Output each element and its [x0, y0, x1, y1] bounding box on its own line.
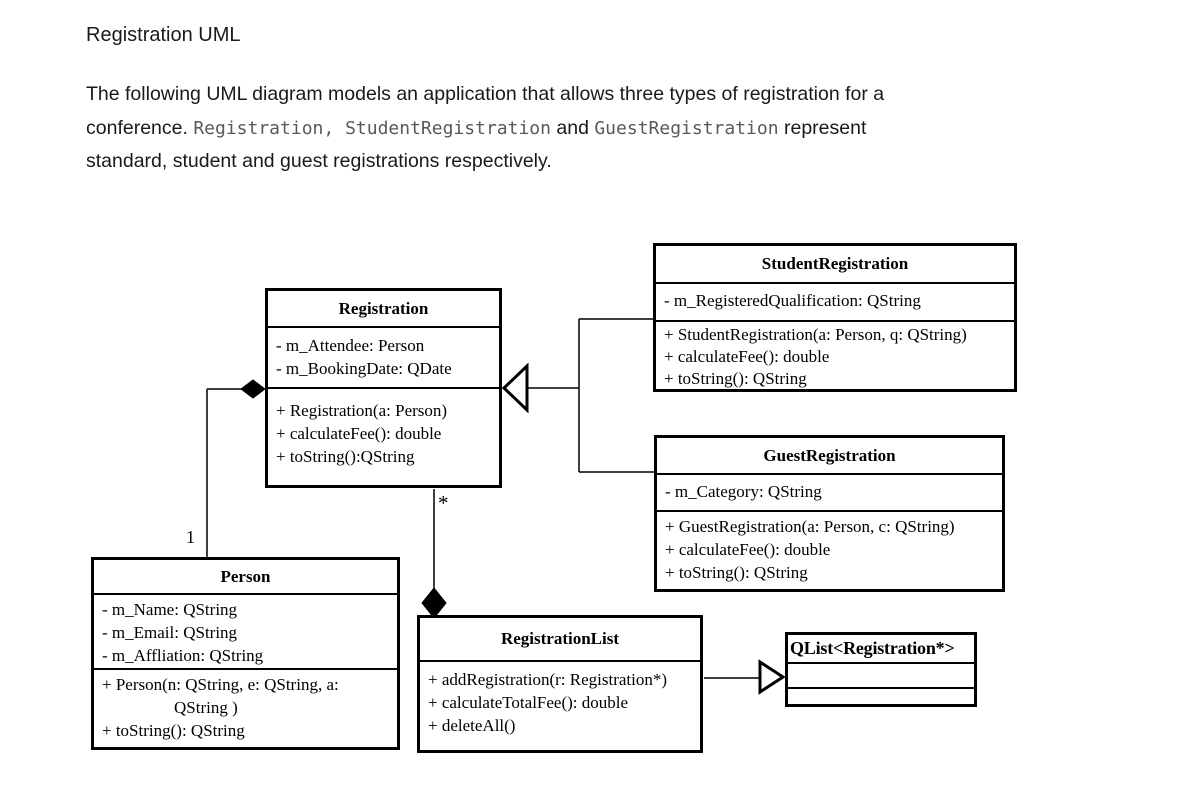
- generalization-triangle-icon: [758, 659, 786, 695]
- class-title: Person: [220, 566, 271, 586]
- code-guest-registration: GuestRegistration: [594, 117, 779, 139]
- method-line: + calculateFee(): double: [664, 347, 830, 366]
- multiplicity-label-one: 1: [186, 527, 195, 547]
- class-box-person: Person - m_Name: QString - m_Email: QStr…: [91, 557, 400, 750]
- attribute-line: - m_Email: QString: [102, 623, 238, 642]
- composition-diamond-icon: [240, 379, 266, 399]
- attribute-line: - m_RegisteredQualification: QString: [664, 291, 921, 310]
- attributes-compartment: - m_Category: QString: [657, 473, 1002, 510]
- class-box-student-registration: StudentRegistration - m_RegisteredQualif…: [653, 243, 1017, 392]
- paragraph-line-3: standard, student and guest registration…: [86, 150, 552, 172]
- attributes-compartment: - m_Name: QString - m_Email: QString - m…: [94, 593, 397, 668]
- method-line: + calculateFee(): double: [665, 540, 831, 559]
- method-line: + calculateTotalFee(): double: [428, 693, 629, 712]
- methods-compartment: + StudentRegistration(a: Person, q: QStr…: [656, 320, 1014, 390]
- method-line: + Registration(a: Person): [276, 401, 448, 420]
- intro-paragraph: The following UML diagram models an appl…: [86, 78, 1116, 179]
- methods-compartment: + Registration(a: Person) + calculateFee…: [268, 387, 499, 468]
- attributes-compartment: - m_Attendee: Person - m_BookingDate: QD…: [268, 326, 499, 387]
- composition-registration-person: [206, 379, 266, 557]
- method-line: + Person(n: QString, e: QString, a:: [102, 675, 339, 694]
- methods-compartment: + GuestRegistration(a: Person, c: QStrin…: [657, 510, 1002, 584]
- paragraph-text-tail: represent: [778, 116, 867, 139]
- method-line-wrap: QString ): [174, 698, 238, 717]
- class-title: StudentRegistration: [761, 254, 909, 273]
- method-line: + deleteAll(): [428, 716, 516, 735]
- class-box-registration: Registration - m_Attendee: Person - m_Bo…: [265, 288, 502, 488]
- method-line: + GuestRegistration(a: Person, c: QStrin…: [665, 517, 955, 536]
- methods-compartment: + addRegistration(r: Registration*) + ca…: [420, 660, 700, 737]
- attribute-line: - m_BookingDate: QDate: [276, 359, 452, 378]
- code-registration: Registration: [193, 117, 324, 139]
- method-line: + StudentRegistration(a: Person, q: QStr…: [664, 325, 967, 344]
- generalization-registrationlist-qlist: [704, 659, 786, 695]
- code-student-registration: StudentRegistration: [345, 117, 551, 139]
- methods-compartment: + Person(n: QString, e: QString, a: QStr…: [94, 668, 397, 742]
- attributes-compartment: - m_RegisteredQualification: QString: [656, 282, 1014, 320]
- method-line: + addRegistration(r: Registration*): [428, 670, 668, 689]
- code-separator: ,: [323, 117, 346, 139]
- method-line: + toString(): QString: [102, 721, 245, 740]
- multiplicity-label-star: *: [438, 491, 449, 515]
- class-box-guest-registration: GuestRegistration - m_Category: QString …: [654, 435, 1005, 592]
- method-line: + calculateFee(): double: [276, 424, 442, 443]
- methods-compartment-empty: [788, 687, 974, 702]
- generalization-registration-subclasses: [501, 318, 654, 473]
- attribute-line: - m_Attendee: Person: [276, 336, 425, 355]
- class-box-registration-list: RegistrationList + addRegistration(r: Re…: [417, 615, 703, 753]
- document-header: Registration UML The following UML diagr…: [86, 22, 1116, 179]
- attributes-compartment-empty: [788, 662, 974, 687]
- paragraph-line-2: conference. Registration, StudentRegistr…: [86, 112, 1116, 146]
- class-title: RegistrationList: [500, 629, 620, 648]
- paragraph-line-1: The following UML diagram models an appl…: [86, 83, 885, 105]
- paragraph-text-and: and: [550, 116, 595, 139]
- attribute-line: - m_Category: QString: [665, 482, 822, 501]
- composition-diamond-icon: [421, 587, 447, 619]
- class-title: QList<Registration*>: [790, 638, 955, 658]
- paragraph-text: conference.: [86, 116, 194, 139]
- method-line: + toString(): QString: [664, 369, 807, 388]
- class-title: Registration: [338, 298, 429, 318]
- method-line: + toString():QString: [276, 447, 415, 466]
- attribute-line: - m_Affliation: QString: [102, 646, 264, 665]
- method-line: + toString(): QString: [665, 563, 808, 582]
- generalization-triangle-icon: [501, 362, 529, 414]
- class-title: GuestRegistration: [763, 445, 896, 465]
- page-title: Registration UML: [86, 24, 241, 46]
- attribute-line: - m_Name: QString: [102, 600, 238, 619]
- class-box-qlist: QList<Registration*>: [785, 632, 977, 707]
